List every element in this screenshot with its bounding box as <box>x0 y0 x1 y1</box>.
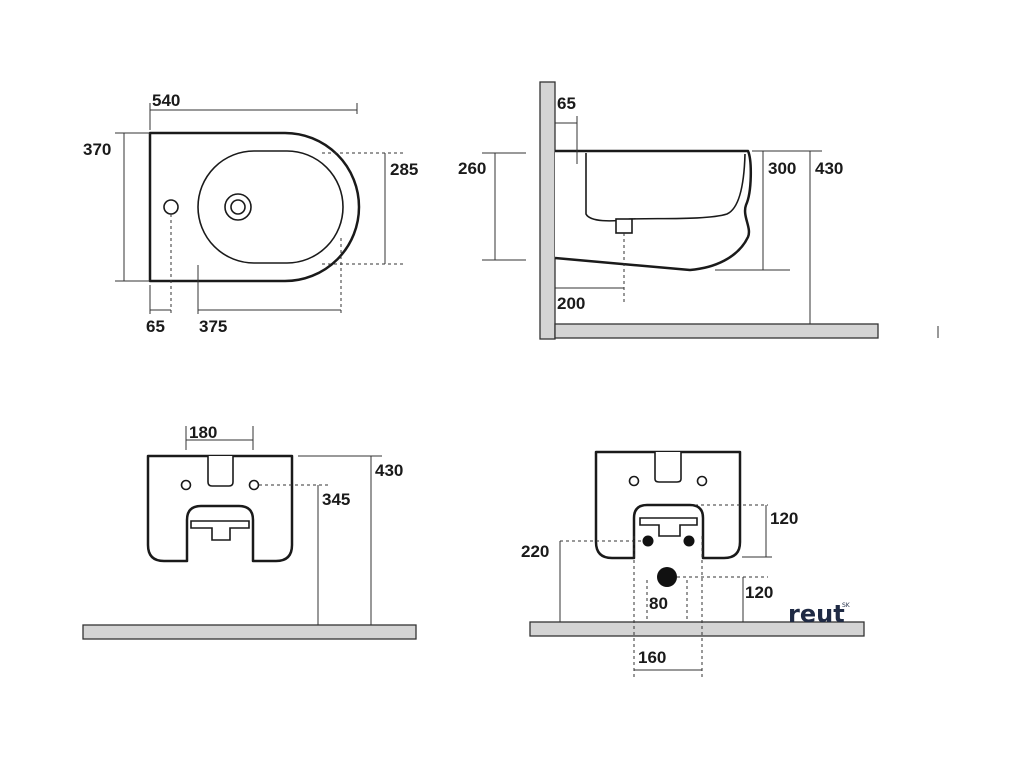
fixing-bolt-right <box>683 535 695 547</box>
fixing-slot <box>654 452 682 483</box>
dim-65-side: 65 <box>557 94 576 113</box>
dim-180: 180 <box>189 423 217 442</box>
brand-name: reut <box>788 600 845 628</box>
dim-65: 65 <box>146 317 165 336</box>
back-slot <box>207 456 234 487</box>
dim-370: 370 <box>83 140 111 159</box>
drain-hole-inner <box>230 199 246 215</box>
fixing-view-hole-left <box>628 475 640 487</box>
dim-345: 345 <box>322 490 350 509</box>
dim-80: 80 <box>649 594 668 613</box>
dim-285: 285 <box>390 160 418 179</box>
floor <box>554 323 879 339</box>
tap-hole <box>163 199 179 215</box>
dim-430-back: 430 <box>375 461 403 480</box>
dim-430-side: 430 <box>815 159 843 178</box>
back-view: 180 430 345 <box>82 423 417 640</box>
dim-120-upper: 120 <box>770 509 798 528</box>
side-view: 65 260 300 430 200 <box>458 81 939 340</box>
top-view: 540 370 285 65 375 <box>83 91 418 336</box>
dim-200: 200 <box>557 294 585 313</box>
dim-540: 540 <box>152 91 180 110</box>
drain-outlet <box>657 567 677 587</box>
dim-220: 220 <box>521 542 549 561</box>
fixing-view: 120 220 120 80 160 <box>521 450 865 678</box>
wall <box>539 81 556 340</box>
side-view-bowl <box>585 153 746 222</box>
fixing-bolt-left <box>642 535 654 547</box>
dim-120-lower: 120 <box>745 583 773 602</box>
drain-pipe <box>615 218 633 234</box>
back-fixing-hole-left <box>180 479 192 491</box>
fixing-view-hole-right <box>696 475 708 487</box>
dim-160: 160 <box>638 648 666 667</box>
brand-logo: reut SK <box>788 600 851 628</box>
dim-300: 300 <box>768 159 796 178</box>
dim-260: 260 <box>458 159 486 178</box>
dim-375: 375 <box>199 317 227 336</box>
top-view-bowl <box>197 150 344 264</box>
back-fixing-hole-right <box>248 479 260 491</box>
floor-fixing-view <box>529 621 865 637</box>
floor-back-view <box>82 624 417 640</box>
brand-superscript: SK <box>842 602 851 609</box>
back-fixing-notch <box>190 520 250 541</box>
fixing-notch <box>639 517 698 537</box>
